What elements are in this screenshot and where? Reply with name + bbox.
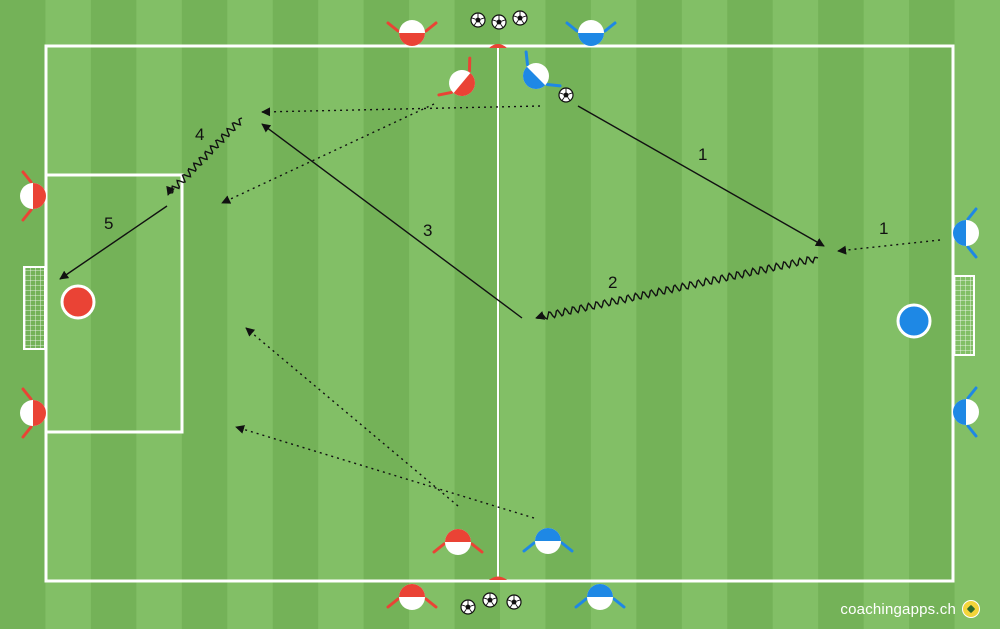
- pass-arrow-1: [577, 105, 825, 247]
- player-blue-right-upper: [953, 207, 979, 259]
- step-label-1-run: 1: [879, 219, 888, 238]
- watermark: coachingapps.ch: [840, 600, 980, 618]
- grass-stripe: [454, 0, 501, 629]
- run-arrow-1: [837, 239, 941, 255]
- player-red-bottom-left: [386, 584, 438, 610]
- ball: [506, 594, 522, 610]
- grass-stripe: [181, 0, 228, 629]
- step-label-5: 5: [104, 214, 113, 233]
- ball: [460, 599, 476, 615]
- run-arrow-bottom-a: [245, 327, 459, 507]
- players: [20, 20, 979, 610]
- ball-in-play: [558, 87, 574, 103]
- halfway-marker-top: [489, 44, 507, 48]
- player-red-left-lower: [20, 387, 46, 439]
- grass-stripe: [136, 0, 183, 629]
- player-blue-bottom-inner: [522, 528, 574, 554]
- goalkeeper-red: [60, 284, 96, 320]
- grass-stripe: [727, 0, 774, 629]
- goal-right: [953, 275, 975, 356]
- ball: [482, 592, 498, 608]
- player-red-bottom-inner: [432, 529, 484, 555]
- ball: [470, 12, 486, 28]
- player-blue-bottom-right: [574, 584, 626, 610]
- shot-arrow-5: [59, 205, 168, 280]
- grass-stripe: [272, 0, 319, 629]
- goal-left: [23, 266, 46, 350]
- grass-stripe: [590, 0, 637, 629]
- player-blue-top-right: [565, 20, 617, 46]
- pass-arrow-3: [261, 123, 523, 319]
- grass-stripe: [363, 0, 410, 629]
- ball: [491, 14, 507, 30]
- halfway-marker-bottom: [489, 576, 507, 580]
- grass-stripe: [818, 0, 865, 629]
- dribble-arrow-4: [166, 117, 243, 196]
- grass-stripe: [318, 0, 365, 629]
- step-label-2: 2: [608, 273, 617, 292]
- dribble-arrow-2: [535, 256, 819, 320]
- grass-stripe: [636, 0, 683, 629]
- grass-stripe: [227, 0, 274, 629]
- player-blue-near-ball: [523, 50, 562, 89]
- watermark-text: coachingapps.ch: [840, 600, 956, 618]
- player-blue-right-lower: [953, 386, 979, 438]
- grass-stripe: [545, 0, 592, 629]
- grass-stripe: [90, 0, 137, 629]
- run-arrow-bottom-b: [235, 425, 535, 519]
- grass-stripe: [409, 0, 456, 629]
- step-label-3: 3: [423, 221, 432, 240]
- player-red-near-ball: [437, 56, 475, 97]
- goalkeeper-blue: [896, 303, 932, 339]
- run-arrow-top-a: [261, 105, 541, 117]
- ball: [512, 10, 528, 26]
- grass-stripe: [772, 0, 819, 629]
- player-red-top-left: [386, 20, 438, 46]
- step-label-4: 4: [195, 125, 204, 144]
- player-red-left-upper: [20, 170, 46, 222]
- brand-ball-icon: [962, 600, 980, 618]
- grass-stripe: [681, 0, 728, 629]
- step-label-1-pass: 1: [698, 145, 707, 164]
